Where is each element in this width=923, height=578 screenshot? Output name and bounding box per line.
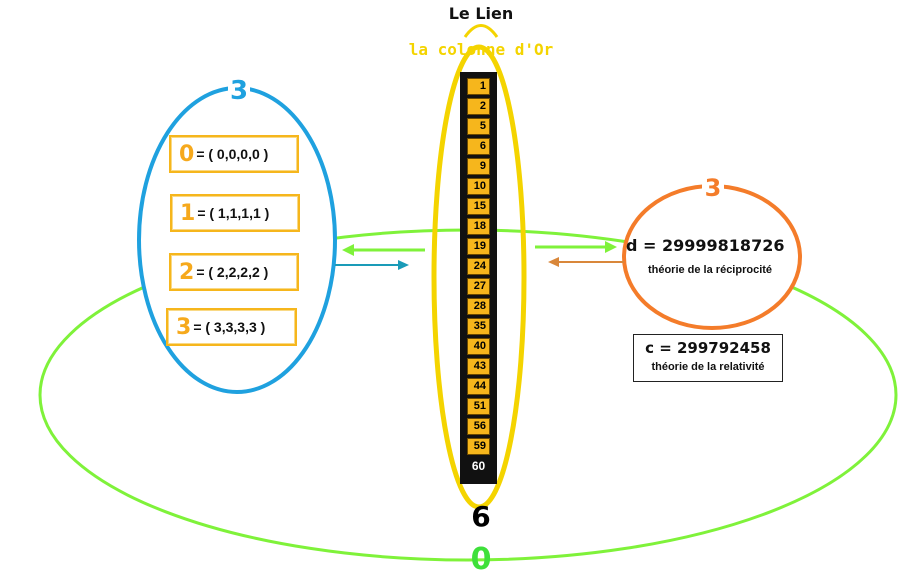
- column-cell: 18: [467, 218, 490, 235]
- reciprocity-caption: théorie de la réciprocité: [647, 264, 773, 276]
- arrow-right-to-column: [548, 257, 624, 267]
- tuple-box: 0= ( 0,0,0,0 ): [169, 135, 299, 173]
- column-cell: 15: [467, 198, 490, 215]
- column-cell: 35: [467, 318, 490, 335]
- column-cell: 40: [467, 338, 490, 355]
- column-cell: 28: [467, 298, 490, 315]
- column-cell: 43: [467, 358, 490, 375]
- number-six: 6: [471, 500, 491, 533]
- reciprocity-formula: d = 29999818726: [626, 236, 785, 255]
- tuple-value: = ( 3,3,3,3 ): [193, 319, 266, 335]
- column-cell: 24: [467, 258, 490, 275]
- tuple-box: 3= ( 3,3,3,3 ): [166, 308, 297, 346]
- tuple-value: = ( 0,0,0,0 ): [196, 146, 269, 162]
- column-cell: 10: [467, 178, 490, 195]
- left-group-number: 3: [228, 76, 250, 106]
- column-cell: 27: [467, 278, 490, 295]
- column-cell: 19: [467, 238, 490, 255]
- arrow-column-to-left: [342, 244, 425, 256]
- right-orange-ellipse: [622, 184, 802, 330]
- tuple-value: = ( 2,2,2,2 ): [196, 264, 269, 280]
- tuple-digit: 1: [180, 201, 196, 226]
- column-cell: 56: [467, 418, 490, 435]
- arrow-left-to-column: [335, 260, 409, 270]
- tuple-value: = ( 1,1,1,1 ): [197, 205, 270, 221]
- golden-column: 1 2 5 6 9 10 15 18 19 24 27 28 35 40 43 …: [460, 72, 497, 484]
- relativity-box: c = 299792458 théorie de la relativité: [633, 334, 783, 382]
- tuple-digit: 2: [179, 260, 195, 285]
- column-cell-last: 60: [471, 459, 486, 473]
- relativity-formula: c = 299792458: [645, 339, 771, 357]
- number-zero: 0: [470, 542, 492, 577]
- column-yellow-ellipse: [431, 44, 527, 510]
- left-blue-ellipse: [137, 86, 337, 394]
- tuple-digit: 3: [176, 315, 192, 340]
- tuple-box: 1= ( 1,1,1,1 ): [170, 194, 300, 232]
- column-cell: 51: [467, 398, 490, 415]
- column-cell: 9: [467, 158, 490, 175]
- tuple-digit: 0: [179, 142, 195, 167]
- column-title: la colonne d'Or: [408, 40, 554, 59]
- column-cell: 1: [467, 78, 490, 95]
- tuple-box: 2= ( 2,2,2,2 ): [169, 253, 299, 291]
- column-cell: 44: [467, 378, 490, 395]
- link-arc: [463, 24, 499, 38]
- arrow-column-to-right: [535, 241, 617, 253]
- link-title: Le Lien: [448, 4, 514, 23]
- right-group-number: 3: [702, 174, 724, 202]
- relativity-caption: théorie de la relativité: [651, 361, 765, 373]
- column-cell: 6: [467, 138, 490, 155]
- column-cell: 5: [467, 118, 490, 135]
- column-cell: 59: [467, 438, 490, 455]
- column-cell: 2: [467, 98, 490, 115]
